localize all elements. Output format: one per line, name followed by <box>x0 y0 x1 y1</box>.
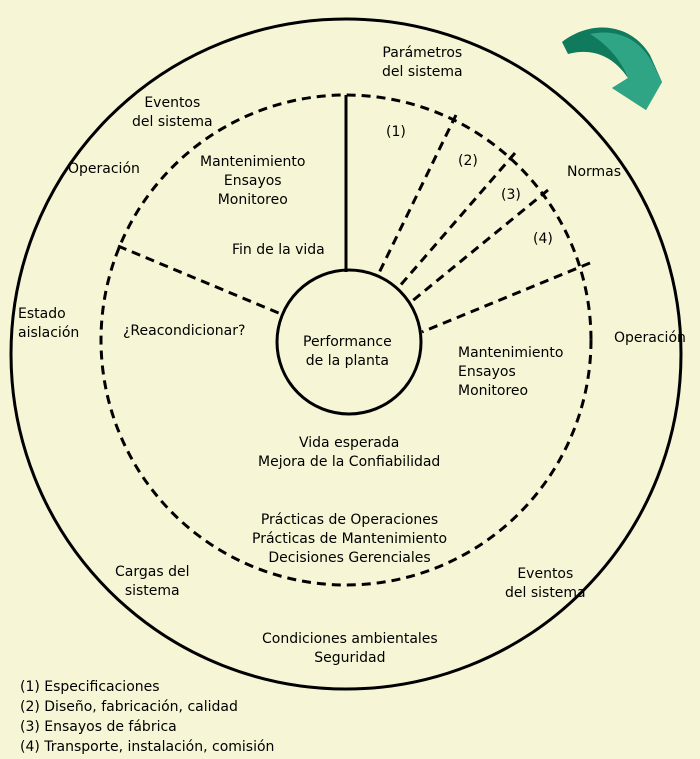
legend-item: (2) Diseño, fabricación, calidad <box>20 699 238 715</box>
outer-ring <box>9 17 683 691</box>
label-normas: Normas <box>567 164 622 180</box>
label-operacion-left: Operación <box>68 161 140 177</box>
legend-item: (4) Transporte, instalación, comisión <box>20 739 275 755</box>
sector-number-2: (2) <box>458 153 478 169</box>
legend-item: (3) Ensayos de fábrica <box>20 719 177 735</box>
sector-number-3: (3) <box>501 187 521 203</box>
sector-number-4: (4) <box>533 231 553 247</box>
divider-3 <box>410 188 549 304</box>
sector-number-1: (1) <box>386 124 406 140</box>
middle-dashed-ring <box>99 93 593 587</box>
label-reacondicionar: ¿Reacondicionar? <box>123 323 246 339</box>
label-operacion-right: Operación <box>614 330 686 346</box>
center-circle <box>275 268 423 416</box>
label-fin-vida: Fin de la vida <box>232 242 325 258</box>
divider-2 <box>396 152 517 289</box>
legend: (1) Especificaciones (2) Diseño, fabrica… <box>20 677 274 757</box>
divider-4 <box>421 261 591 334</box>
legend-item: (1) Especificaciones <box>20 679 160 695</box>
rotation-arrow-icon <box>562 27 662 110</box>
